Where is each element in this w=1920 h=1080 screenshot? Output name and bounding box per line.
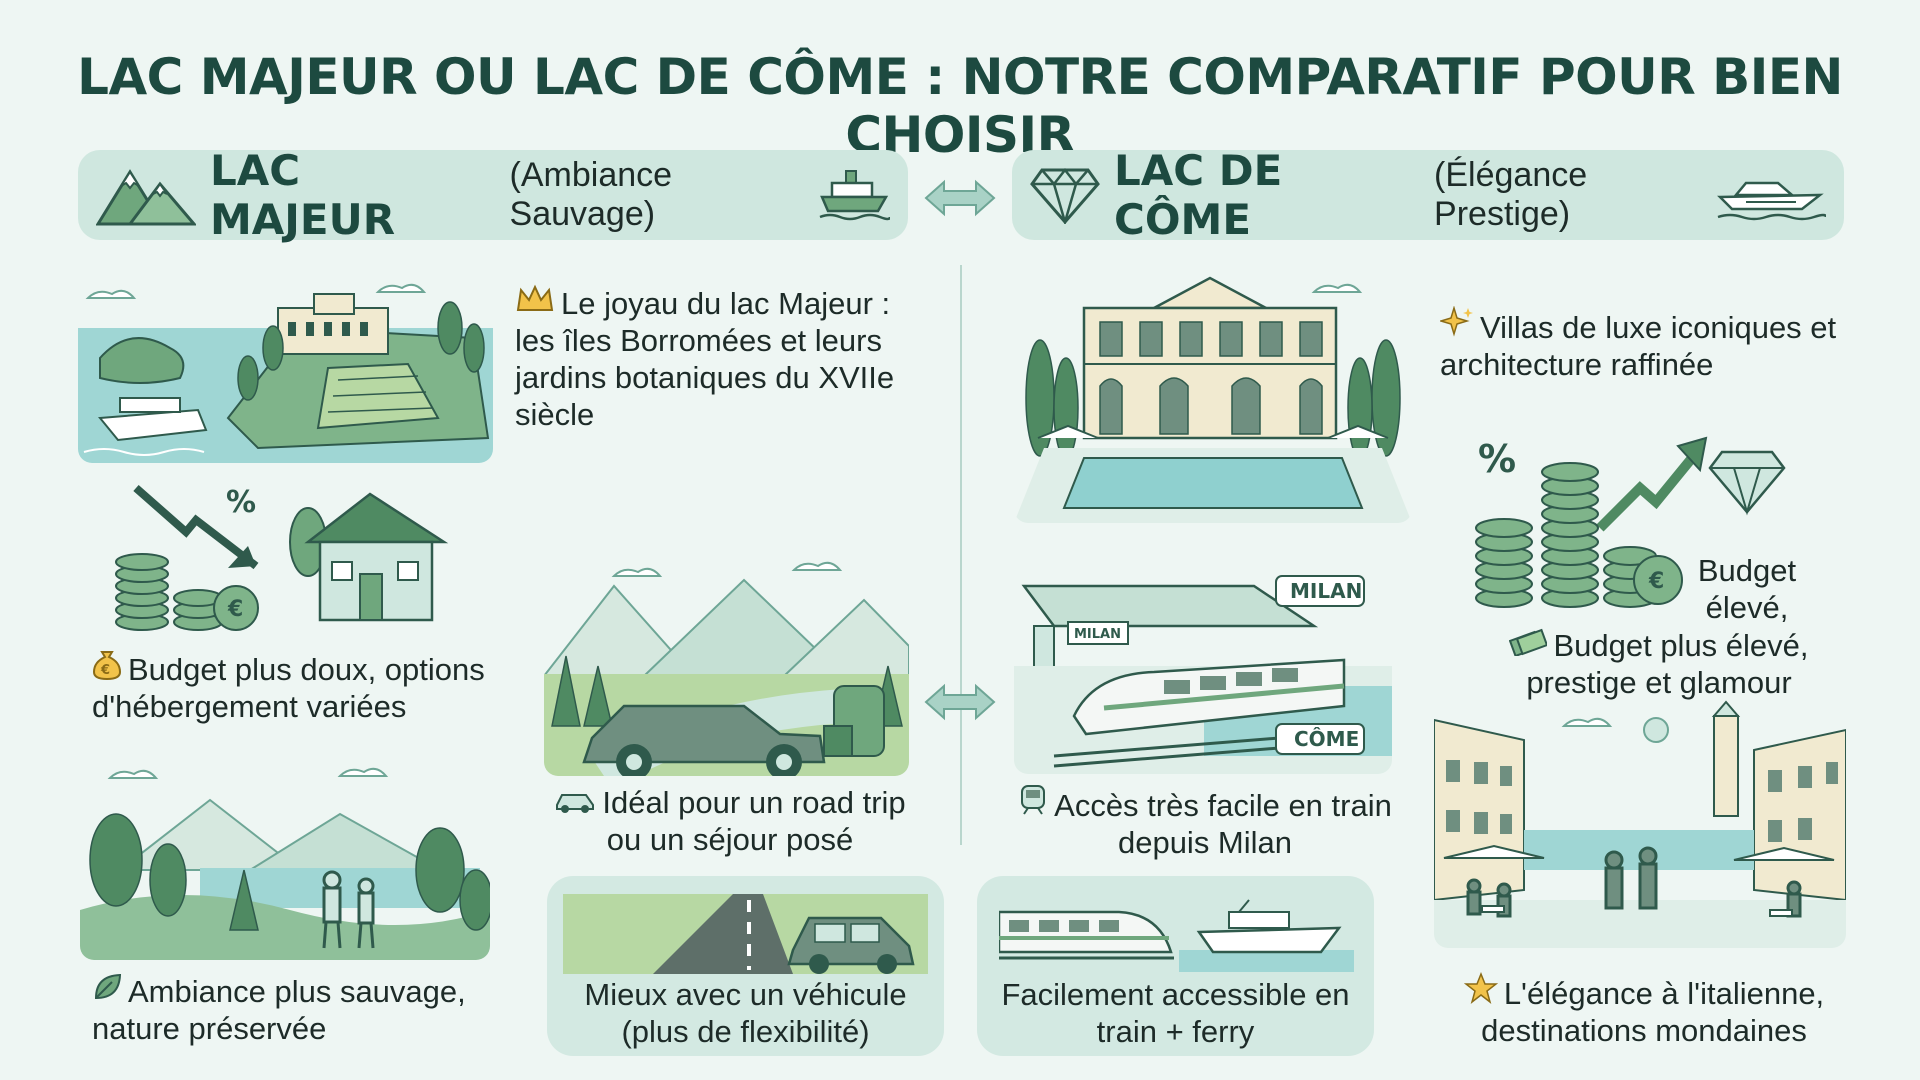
caption-budget-majeur: € Budget plus doux, options d'hébergemen… [92, 648, 532, 725]
double-arrow-icon [922, 178, 998, 218]
banknotes-icon [1509, 626, 1548, 656]
panel-vehicule: Mieux avec un véhicule (plus de flexibil… [547, 876, 944, 1056]
caption-vehicule: Mieux avec un véhicule (plus de flexibil… [584, 977, 907, 1049]
sign-come: CÔME [1294, 727, 1359, 751]
diamond-icon [1030, 166, 1100, 224]
crown-icon [515, 284, 555, 314]
caption-budget-majeur-text: Budget plus doux, options d'hébergement … [92, 652, 485, 724]
ferry-icon [818, 165, 890, 225]
caption-villas: Villas de luxe iconiques et architecture… [1440, 306, 1880, 383]
double-arrow-middle-icon [922, 682, 998, 722]
yacht-icon [1716, 167, 1826, 223]
caption-train: Accès très facile en train depuis Milan [1010, 784, 1400, 861]
road-trip-car-illustration [544, 556, 909, 776]
car-icon [554, 787, 596, 813]
leaf-icon [92, 972, 122, 1002]
caption-elegance: L'élégance à l'italienne, destinations m… [1434, 972, 1854, 1049]
train-icon [1018, 784, 1048, 816]
center-divider [960, 265, 962, 845]
road-car-illustration [563, 894, 928, 974]
banner-lac-majeur: LAC MAJEUR (Ambiance Sauvage) [78, 146, 908, 244]
station-sign: MILAN [1074, 627, 1121, 642]
caption-ambiance: Ambiance plus sauvage, nature préservée [92, 972, 522, 1047]
banner-lac-come: LAC DE CÔME (Élégance Prestige) [1012, 146, 1844, 244]
panel-train-ferry: Facilement accessible en train + ferry [977, 876, 1374, 1056]
caption-joyau-text: Le joyau du lac Majeur : les îles Borrom… [515, 286, 895, 432]
caption-budget-come-b-text: Budget plus élevé, prestige et glamour [1526, 628, 1809, 700]
sparkle-icon [1440, 306, 1474, 338]
italian-street-illustration [1434, 700, 1846, 948]
caption-roadtrip-text: Idéal pour un road trip ou un séjour pos… [602, 785, 906, 857]
budget-coins-cabin-illustration: % € [108, 482, 453, 637]
star-icon [1463, 972, 1498, 1004]
svg-text:%: % [226, 485, 256, 520]
caption-elegance-text: L'élégance à l'italienne, destinations m… [1481, 976, 1825, 1048]
budget-high-coins-illustration: % € [1470, 418, 1820, 613]
caption-budget-come-b: Budget plus élevé, prestige et glamour [1484, 626, 1834, 701]
sign-milan: MILAN [1290, 579, 1362, 603]
caption-ambiance-text: Ambiance plus sauvage, nature préservée [92, 974, 466, 1046]
money-bag-icon: € [92, 648, 122, 680]
caption-joyau: Le joyau du lac Majeur : les îles Borrom… [515, 284, 935, 433]
banner-subtitle-come: (Élégance Prestige) [1434, 156, 1588, 233]
nature-hikers-illustration [80, 760, 490, 960]
luxury-villa-illustration [1014, 268, 1412, 523]
svg-text:€: € [100, 663, 110, 678]
banner-subtitle-majeur: (Ambiance Sauvage) [509, 156, 673, 233]
svg-text:€: € [227, 597, 243, 622]
train-ferry-illustration [999, 892, 1354, 972]
caption-roadtrip: Idéal pour un road trip ou un séjour pos… [540, 784, 920, 858]
caption-train-ferry: Facilement accessible en train + ferry [1001, 977, 1350, 1049]
mountain-icon [96, 164, 196, 226]
banner-title-majeur: LAC MAJEUR [210, 146, 396, 244]
caption-villas-text: Villas de luxe iconiques et architecture… [1440, 310, 1837, 382]
train-station-illustration: MILAN MILAN CÔME [1014, 556, 1392, 774]
caption-budget-come-a: Budget élevé, [1697, 553, 1797, 625]
banner-title-come: LAC DE CÔME [1114, 146, 1283, 244]
borromean-islands-illustration [78, 268, 493, 463]
caption-train-text: Accès très facile en train depuis Milan [1054, 788, 1392, 860]
svg-text:€: € [1648, 569, 1664, 594]
svg-text:%: % [1478, 437, 1516, 481]
page-title: LAC MAJEUR OU LAC DE CÔME : NOTRE COMPAR… [77, 48, 1843, 164]
